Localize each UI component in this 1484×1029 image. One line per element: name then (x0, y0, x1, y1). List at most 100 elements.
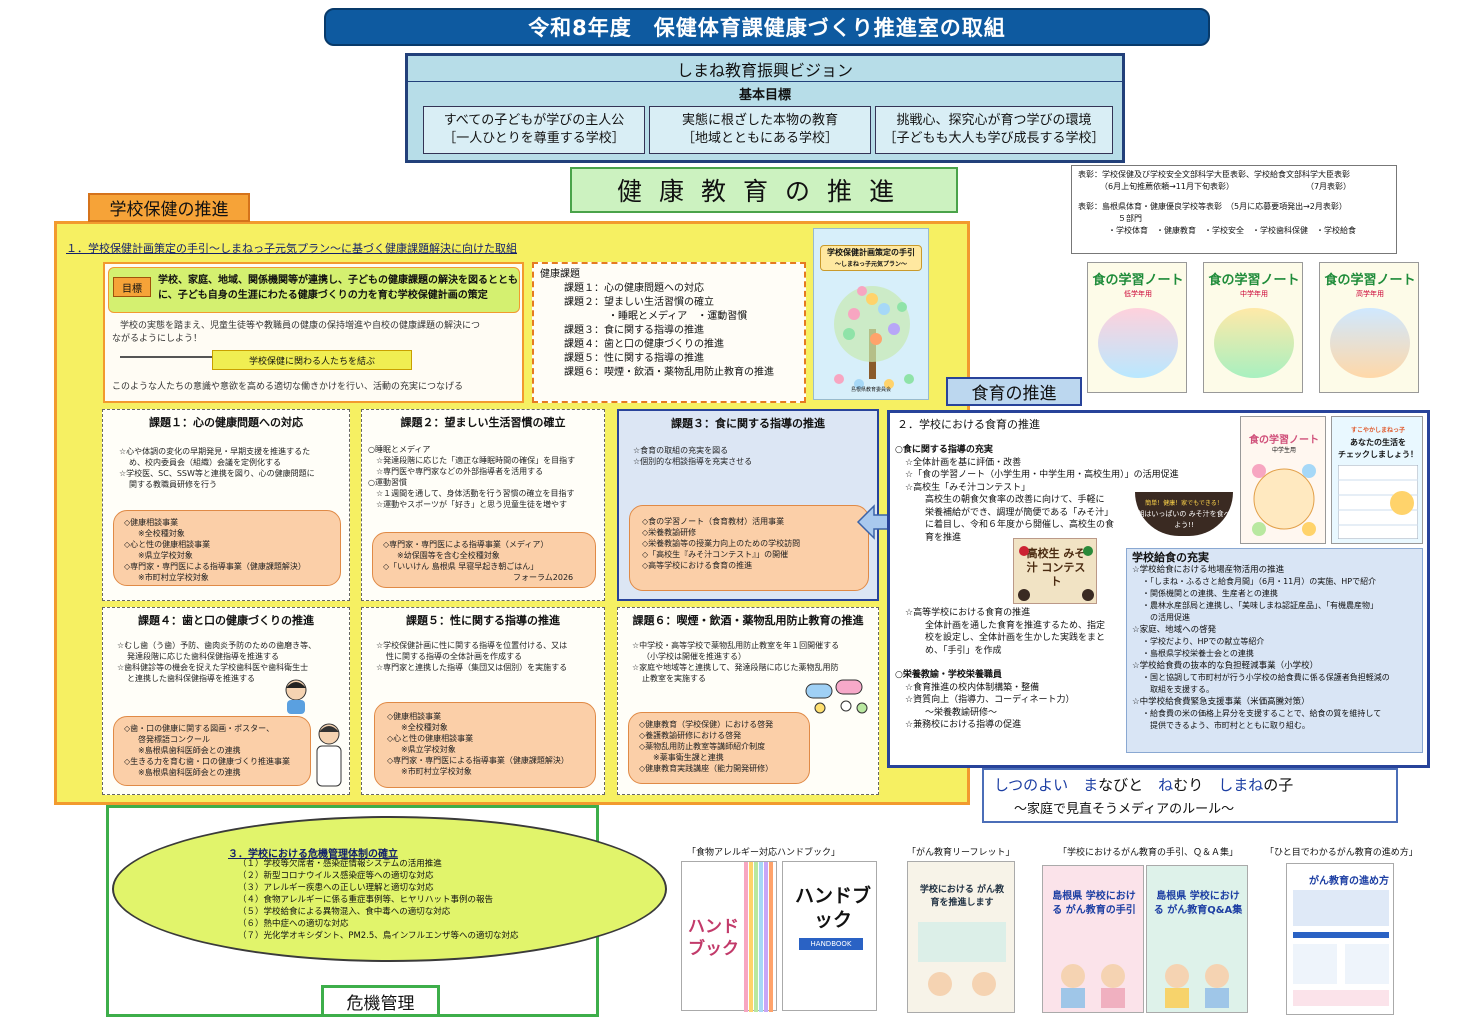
doctor-illustration (316, 723, 342, 787)
award-line: （6月上旬推薦依頼→11月下旬表彰） （7月表彰） (1100, 182, 1352, 191)
goal-description: 学校の実態を踏まえ、児童生徒等や教職員の健康の保持増進や自校の健康課題の解決につ… (112, 320, 522, 346)
health-education-title: 健康教育の推進 (570, 167, 958, 213)
goal-text-line: に、子ども自身の生涯にわたる健康づくりの力を育む学校保健計画の策定 (158, 290, 488, 301)
allergy-handbook-cover: ハンドブック (681, 861, 777, 1012)
school-lunch-title: 学校給食の充実 (1132, 551, 1209, 564)
food-education-label: 食育の推進 (946, 377, 1082, 406)
goal-desc-line: ながるようにしよう！ (112, 334, 203, 344)
nutrition-teacher-text: ○栄養教諭・学校栄養職員 ☆食育推進の校内体制構築・整備 ☆資質向上（指導力、コ… (895, 669, 1074, 732)
crisis-management-ellipse (112, 816, 667, 962)
connect-people-banner: 学校保健に関わる人たちを結ぶ (212, 350, 412, 370)
program-line: ◇健康教育実践講座（能力開発研修） (639, 764, 774, 773)
issue-card-text: ○運動習慣 (368, 478, 407, 487)
school-lunch-box (1126, 548, 1423, 753)
program-line: ※幼保園等を含む全校種対象 (397, 551, 500, 560)
program-line: ※全校種対象 (401, 723, 448, 732)
program-box: ◇専門家・専門医による指導事業（メディア） ※幼保園等を含む全校種対象 ◇「いい… (372, 532, 596, 588)
handbook-title: ハンドブック (794, 885, 871, 931)
program-line: ※薬事衛生課と連携 (653, 753, 724, 762)
issue-item: 課題６：喫煙・飲酒・薬物乱用防止教育の推進 (564, 367, 774, 378)
program-box: ◇健康教育（学校保健）における啓発 ◇養護教諭研修における啓発 ◇薬物乱用防止教… (628, 712, 810, 784)
checklist-line: すこやかしまねっ子 (1350, 427, 1405, 434)
program-line: ◇健康相談事業 (387, 712, 442, 721)
slogan-part: しまね (1218, 776, 1264, 794)
award-line: 表彰：島根県体育・健康優良学校等表彰 （5月に応募要項発出→2月表彰） (1078, 202, 1347, 211)
issue-card-title: 課題５：性に関する指導の推進 (406, 614, 560, 627)
slogan-part: しつのよい (994, 776, 1069, 794)
leaflet-illustration (918, 922, 1006, 996)
program-line: フォーラム2026 (513, 573, 574, 582)
issue-card-5: 課題５：性に関する指導の推進 ☆学校保健計画に性に関する指導を位置付ける、又は … (361, 607, 605, 795)
issue-card-title: 課題６：喫煙・飲酒・薬物乱用防止教育の推進 (632, 614, 864, 627)
issue-item: 課題１：心の健康問題への対応 (564, 283, 704, 294)
lunch-line: ☆学校給食費の抜本的な負担軽減事業（小学校） (1132, 661, 1319, 671)
goal-line: すべての子どもが学びの主人公 (443, 113, 625, 128)
program-line: ◇健康教育（学校保健）における啓発 (639, 720, 774, 729)
slogan-part: ね (1158, 776, 1174, 794)
checklist-line: チェックしましょう！ (1338, 450, 1418, 459)
handbook-title: ハンドブック (688, 917, 739, 959)
slogan-line: しつのよい まなびと ねむり しまねの子 (994, 774, 1293, 795)
high-school-food-text: ☆高等学校における食育の推進 全体計画を通した食育を推進するため、指定 校を設定… (905, 607, 1105, 657)
crisis-item: （７）光化学オキシダント、PM2.5、鳥インフルエンザ等への適切な対応 (238, 931, 519, 941)
slogan-part: の子 (1263, 776, 1294, 794)
note-grade: 中学年用 (1240, 290, 1268, 298)
program-line: ※県立学校対象 (401, 745, 456, 754)
food-line: ☆資質向上（指導力、コーディネート力） (905, 695, 1075, 705)
food-guidance-text: ○食に関する指導の充実 ☆全体計画を基に評価・改善 ☆「食の学習ノート（小学生用… (895, 444, 1179, 544)
issue-card-text: ☆学校医、SC、SSW等と連携を図り、心の健康問題に (119, 469, 315, 478)
note-title: 食の学習ノート (1324, 273, 1416, 288)
page-title: 令和8年度 保健体育課健康づくり推進室の取組 (324, 8, 1210, 46)
issue-card-text: と連携した歯科保健指導を推進する (127, 674, 255, 683)
goal-line: 実態に根ざした本物の教育 (681, 113, 838, 128)
goal-text: 学校、家庭、地域、関係機関等が連携し、子どもの健康課題の解決を図るととも に、子… (158, 273, 518, 303)
issue-card-text: ☆専門医や専門家などの外部指導者を活用する (376, 467, 544, 476)
lunch-line: ☆家庭、地域への啓発 (1132, 625, 1217, 635)
issue-item: 課題２：望ましい生活習慣の確立 (564, 297, 714, 308)
food-line: め、「手引」を作成 (925, 645, 1002, 656)
program-line: ◇栄養教諭等の授業力向上のための学校訪問 (642, 539, 801, 548)
program-line: ※市町村立学校対象 (401, 767, 472, 776)
crisis-item: （３）アレルギー疾患への正しい理解と適切な対応 (238, 883, 434, 893)
food-note-cover: 食の学習ノート 低学年用 (1087, 262, 1187, 393)
food-note-cover: 食の学習ノート 中学年用 (1203, 262, 1303, 393)
crisis-items: （１）学校等欠席者・感染症情報システムの活用推進 （２）新型コロナウイルス感染症… (238, 858, 519, 942)
issue-card-text: ☆食育の取組の充実を図る (633, 446, 729, 455)
goal-line: ［一人ひとりを尊重する学校］ (443, 131, 625, 146)
slogan-part: ま (1083, 776, 1099, 794)
issue-card-text: ☆１週間を通して、身体活動を行う習慣の確立を目指す (376, 489, 575, 498)
program-line: ◇栄養教諭研修 (642, 528, 697, 537)
program-line: ※島根県歯科医師会との連携 (138, 768, 241, 777)
food-line: に着目し、令和６年度から開催し、高校生の食 (925, 520, 1115, 530)
issue-item: 課題３：食に関する指導の推進 (564, 325, 704, 336)
cancer-guide-cover: 島根県 学校における がん教育の手引 (1042, 865, 1144, 1013)
issue-card-6: 課題６：喫煙・飲酒・薬物乱用防止教育の推進 ☆中学校・高等学校で薬物乱用防止教室… (617, 607, 879, 795)
crisis-item: （６）熱中症への適切な対応 (238, 919, 349, 929)
guidebook-subtitle: ～しまねっ子元気プラン～ (834, 261, 907, 268)
checklist-line: あなたの生活を (1350, 438, 1406, 447)
school-lunch-text: 学校給食の充実 ☆学校給食における地場産物活用の推進 ・「しまね・ふるさと給食月… (1132, 552, 1390, 732)
soup-bowls-icon (1018, 546, 1094, 601)
guide-illustration (1061, 964, 1125, 1008)
pamphlet-label: 「ひと目でわかるがん教育の進め方」 (1265, 848, 1418, 858)
crisis-item: （５）学校給食による異物混入、食中毒への適切な対応 (238, 907, 451, 917)
school-health-label: 学校保健の推進 (88, 193, 250, 222)
goal-text-line: 学校、家庭、地域、関係機関等が連携し、子どもの健康課題の解決を図るととも (158, 275, 518, 286)
note-illustration (1330, 308, 1410, 378)
award-line: ・学校体育 ・健康教育 ・学校安全 ・学校歯科保健 ・学校給食 (1108, 226, 1356, 235)
goal-line: 挑戦心、探究心が育つ学びの環境 (896, 113, 1092, 128)
lunch-line: ☆学校給食における地場産物活用の推進 (1132, 565, 1285, 575)
program-line: ◇心と性の健康相談事業 (387, 734, 474, 743)
program-line: ※島根県歯科医師会との連携 (138, 746, 241, 755)
lunch-line: 取組を支援する。 (1150, 685, 1214, 694)
issue-card-text: （小学校は開催を推進する） (642, 652, 746, 661)
program-box: ◇健康相談事業 ※全校種対象 ◇心と性の健康相談事業 ※県立学校対象 ◇専門家・… (374, 702, 596, 788)
lunch-line: ・国と協調して市町村が行う小学校の給食費に係る保護者負担軽減の (1142, 673, 1390, 682)
issue-card-title: 課題１：心の健康問題への対応 (149, 416, 303, 429)
note-illustration (1252, 464, 1316, 536)
vision-goal: 挑戦心、探究心が育つ学びの環境 ［子どもも大人も学び成長する学校］ (875, 106, 1113, 154)
goal-desc-line: 学校の実態を踏まえ、児童生徒等や教職員の健康の保持増進や自校の健康課題の解決につ (120, 321, 481, 331)
slogan-subtitle: ～家庭で見直そうメディアのルール～ (1014, 802, 1235, 817)
program-line: ◇健康相談事業 (124, 518, 179, 527)
pamphlet-label: 「学校におけるがん教育の手引、Ｑ＆Ａ集」 (1058, 848, 1239, 858)
